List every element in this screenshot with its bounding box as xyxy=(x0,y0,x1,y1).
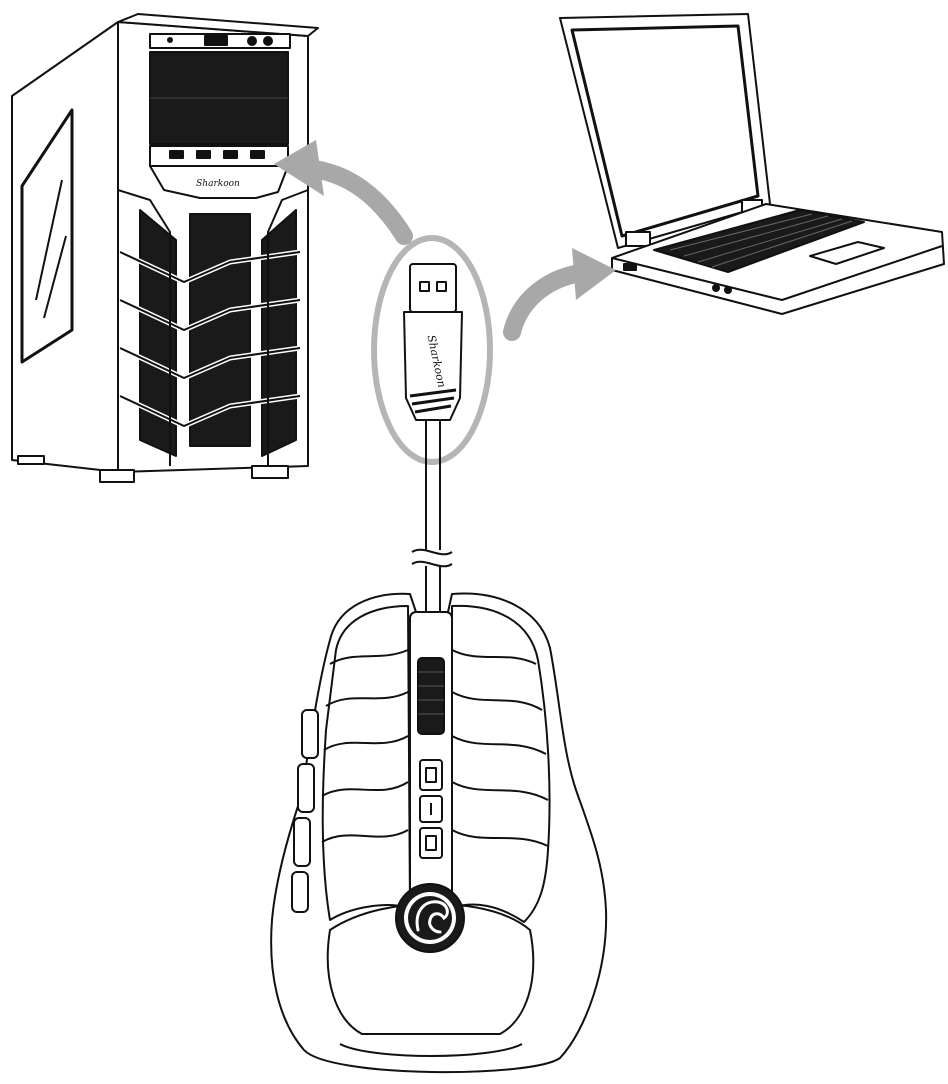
desktop-pc xyxy=(11,13,319,483)
usb-highlight-ring xyxy=(371,235,493,465)
usb-connector xyxy=(403,263,463,421)
arrow-to-laptop xyxy=(503,248,616,341)
mouse-cable xyxy=(411,420,453,612)
arrow-to-desktop xyxy=(274,140,413,245)
desktop-brand-logo: Sharkoon xyxy=(196,179,240,189)
mouse-logo-emblem xyxy=(395,883,465,953)
laptop xyxy=(559,13,945,315)
gaming-mouse xyxy=(270,592,608,1074)
